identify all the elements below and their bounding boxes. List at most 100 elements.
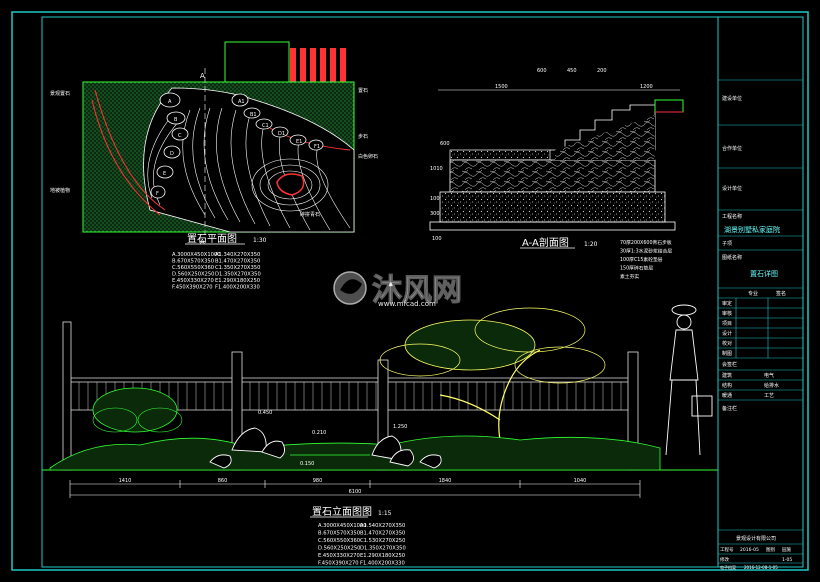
discipline-label: 结构 [722,382,732,389]
sheet-value: 园施 [782,546,791,553]
plan-rock-label: C [178,133,182,139]
section-stone-wall [555,115,655,160]
discipline-label: 工艺 [764,393,774,399]
version-value: 1-05 [782,557,792,563]
plan-scale: 1:30 [253,237,267,244]
discipline-label: 建筑 [722,372,732,379]
plan-rock-label: A [168,99,172,105]
section-top-dimension: 450 [567,68,577,74]
plan-gravel-area [143,87,355,233]
plan-border-line [91,89,166,216]
plan-legend-item: B1.470X270X350 [215,259,260,265]
sign-role: 审定 [722,300,732,307]
archive-value: 2016-12-08-1-05 [744,565,778,570]
plan-legend-item: F.450X390X270 [172,285,213,291]
elevation-legend-item: E.450X330X270 [318,553,360,559]
discipline-label: 暖通 [722,392,732,399]
section-planter [654,99,684,113]
watermark-cn-text: 沐风网 [372,273,462,308]
section-note: 70厚200X600青石步板 [620,239,672,246]
plan-rock-label: B1 [250,112,257,118]
elevation-dimension-line [69,480,641,498]
plan-callout: 地被植物 [50,187,70,194]
plan-legend-item: D.560X250X250 [172,272,214,278]
sign-role: 制图 [722,350,732,357]
section-dimension: 1010 [430,166,443,172]
section-notes: 70厚200X600青石步板30厚1:3水泥砂浆结合层100厚C15素砼垫层15… [620,239,672,280]
plan-rock-label: E1 [296,139,302,145]
sheet-border [11,11,809,571]
plan-callout: 步石 [358,134,368,140]
elevation-scale: 1:15 [378,510,392,517]
section-dimension: 1500 [495,84,508,90]
section-top-dimension: 200 [597,68,607,74]
title-block-row-label: 工程名称 [722,213,742,220]
elevation-legend: A.3000X450X1000A1.540X270X350B.670X570X3… [318,523,406,567]
elevation-rocks [209,427,442,469]
plan-legend-item: B.670X570X350 [172,259,214,265]
plan-rock-label: A1 [238,99,245,105]
plan-building-outline [224,41,290,83]
section-note: 素土夯实 [620,273,639,280]
plan-callout: 碎拼青石 [300,211,320,218]
elevation-legend-item: D1.350X270X350 [360,546,406,552]
sign-role: 项目 [722,321,732,327]
elevation-legend-item: A.3000X450X1000 [318,523,367,529]
title-block-row-label: 设计单位 [722,185,742,192]
version-label: 修改 [720,556,729,563]
plan-section-mark-bottom: A [200,238,205,246]
title-block-row-label: 建设单位 [722,95,742,102]
elevation-dimension: 980 [313,478,323,484]
plan-callout: 景观置石 [50,90,70,97]
plan-title: 置石平面图 [187,233,237,245]
elevation-legend-item: D.560X250X250 [318,546,360,552]
countersign-label: 会签栏 [722,361,737,368]
section-title: A-A剖面图 [522,236,569,249]
section-top-dimension: 600 [537,68,547,74]
plan-rock-label: F [156,191,159,197]
sign-header: 专业 [748,290,758,297]
drawing-number: 2016-05 [740,547,759,553]
section-dimension: 300 [430,211,440,217]
elevation-legend-item: A1.540X270X350 [360,523,405,529]
elevation-total-dimension: 6100 [349,489,362,495]
section-dimension: 1200 [640,84,653,90]
plan-raked-gravel-lines [147,107,351,231]
plan-legend-item: E.450X330X270 [172,278,214,284]
elevation-legend-item: F1.400X200X330 [360,561,405,567]
section-gravel-base [439,191,666,223]
elevation-level: 1.250 [393,424,407,430]
plan-legend-item: C.560X550X360 [172,265,214,271]
plan-legend-item: F1.400X200X330 [215,285,260,291]
plan-rock-label: C1 [262,123,269,129]
elevation-legend-item: B1.470X270X350 [360,531,405,537]
elevation-legend-item: B.670X570X350 [318,531,360,537]
elevation-legend-item: F.450X390X270 [318,561,359,567]
elevation-shrub-mass [49,435,661,471]
plan-legend-item: A.3000X450X1000 [172,252,221,258]
company-name: 景观设计有限公司 [736,535,776,542]
drawing-name: 置石详图 [750,269,778,278]
elevation-legend-item: E1.290X180X250 [360,553,405,559]
sign-header: 签名 [776,290,786,297]
section-dimension: 100 [432,236,442,242]
title-block-row-label: 合作单位 [722,145,742,152]
stage-label: 子项 [722,240,732,247]
inner-border [41,16,804,568]
title-block: 建设单位合作单位设计单位工程名称湖景别墅私家庭院子项图纸名称置石详图专业签名审定… [717,17,803,570]
plan-rocks [150,92,324,199]
elevation-dimension: 1410 [119,478,132,484]
elevation-woman-figure [665,304,713,456]
plan-legend-item: C1.350X270X350 [215,265,260,271]
watermark-logo-swoosh [340,279,362,294]
sign-role: 校对 [722,340,732,347]
plan-stair-stripes [290,48,346,82]
plan-legend-item: D1.350X270X350 [215,272,261,278]
drawing-label: 图纸名称 [722,254,742,261]
discipline-label: 给排水 [764,382,779,389]
plan-rock-label: D [170,151,174,157]
